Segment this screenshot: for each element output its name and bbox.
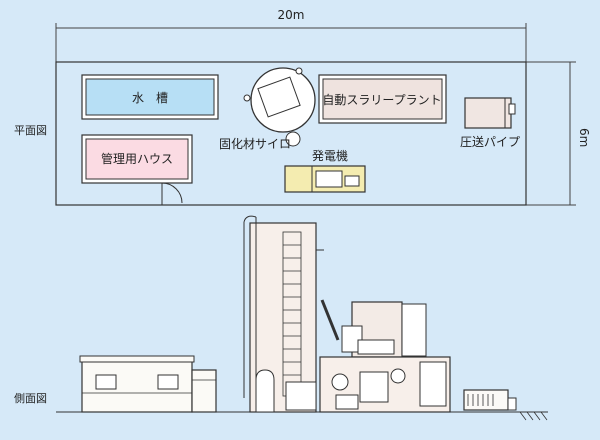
ground-hatch xyxy=(519,411,548,421)
side-view: 側面図 xyxy=(14,215,548,421)
door-swing xyxy=(161,182,183,205)
site-boundary xyxy=(55,61,527,206)
silo-tower-side xyxy=(243,215,340,413)
plan-view: 20m 6m 平面図 水 槽 管理用ハウス 固化材サイロ xyxy=(14,8,591,206)
silo-label: 固化材サイロ xyxy=(219,137,291,151)
plan-view-label: 平面図 xyxy=(14,124,47,137)
pipe-label: 圧送パイプ xyxy=(460,134,520,149)
mgmt-house-label: 管理用ハウス xyxy=(101,151,173,166)
silo: 固化材サイロ xyxy=(219,67,316,151)
slurry-plant-label: 自動スラリープラント xyxy=(322,93,441,107)
mgmt-house: 管理用ハウス xyxy=(81,134,193,205)
dim-width-label: 20m xyxy=(278,8,305,22)
pump-unit-side xyxy=(463,389,517,411)
mgmt-house-side xyxy=(79,355,195,413)
generator: 発電機 xyxy=(284,148,366,193)
side-view-label: 側面図 xyxy=(14,392,47,405)
dim-height-label: 6m xyxy=(577,128,591,147)
slurry-plant-side xyxy=(319,301,451,413)
slurry-plant: 自動スラリープラント xyxy=(318,74,447,124)
pipe-unit: 圧送パイプ xyxy=(460,97,520,149)
water-tank: 水 槽 xyxy=(81,74,219,120)
water-tank-side xyxy=(191,369,217,413)
water-tank-label: 水 槽 xyxy=(132,91,168,105)
generator-label: 発電機 xyxy=(312,148,348,163)
